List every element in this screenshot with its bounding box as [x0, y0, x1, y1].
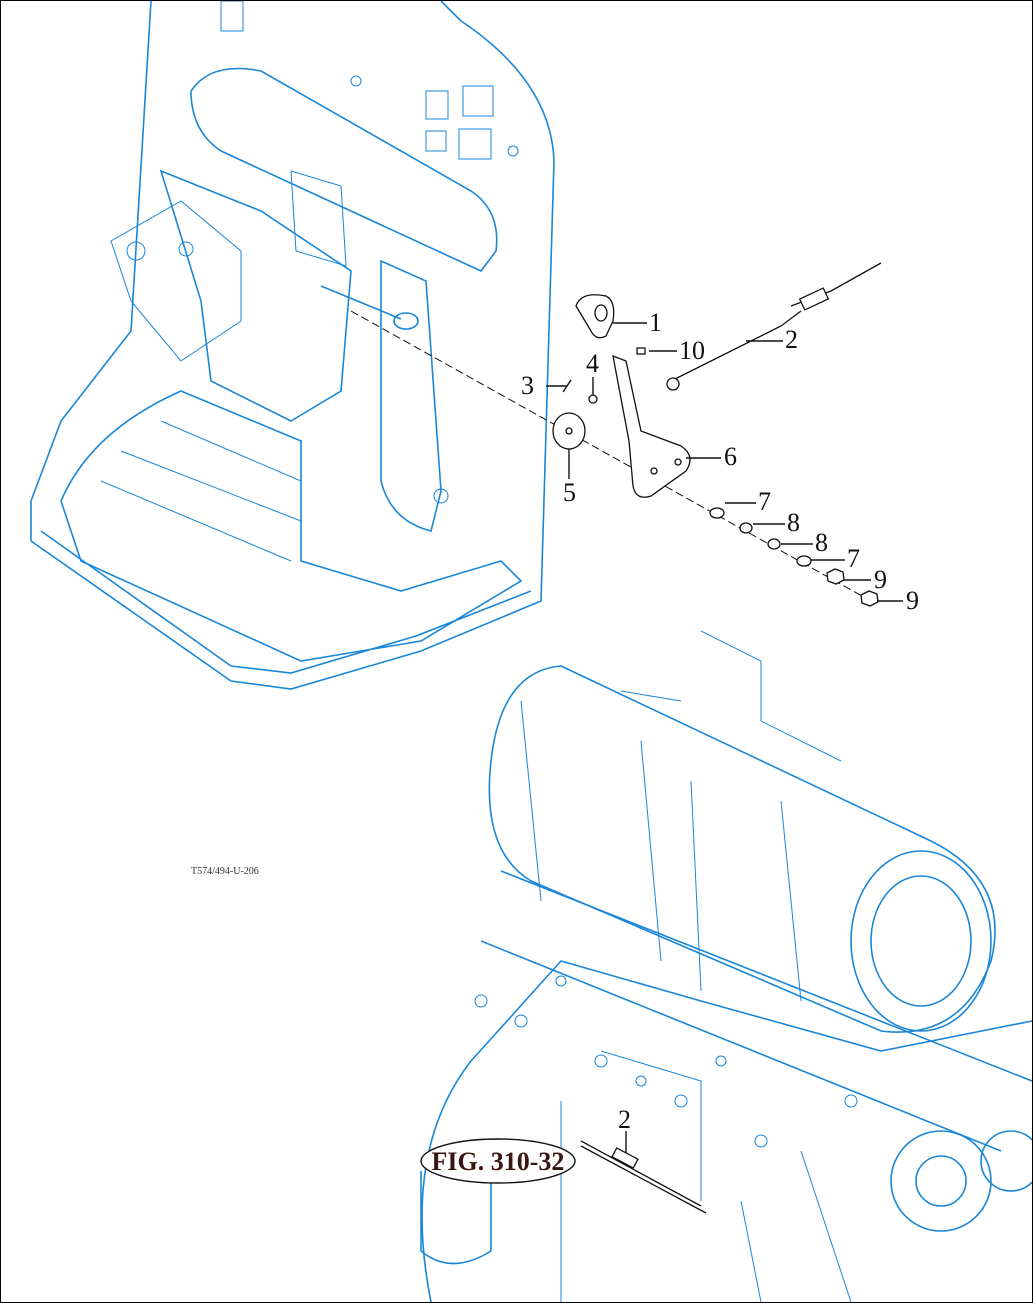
- callout-1: 1: [649, 308, 662, 337]
- exploded-parts: [350, 262, 882, 607]
- leader-lines: [546, 322, 903, 1161]
- assembly-axis-line: [350, 310, 872, 602]
- callout-7: 7: [847, 544, 860, 573]
- callout-3: 3: [521, 371, 534, 400]
- callout-labels: 1 10 2 3 4 6 5 7 8 8 7 9 9 2: [521, 308, 919, 1134]
- engine-drawing: [420, 630, 1032, 1302]
- callout-8: 8: [815, 528, 828, 557]
- callout-5: 5: [563, 478, 576, 507]
- callout-2: 2: [785, 325, 798, 354]
- figure-reference-label[interactable]: FIG. 310-32: [432, 1147, 565, 1176]
- callout-4: 4: [586, 349, 599, 378]
- callout-10: 10: [679, 336, 705, 365]
- callout-6: 6: [724, 442, 737, 471]
- callout-9: 9: [906, 586, 919, 615]
- callout-8: 8: [787, 508, 800, 537]
- washer-part-4: [588, 394, 598, 404]
- bracket-part-6: [612, 354, 691, 498]
- callout-7: 7: [758, 487, 771, 516]
- callout-9: 9: [874, 565, 887, 594]
- drawing-code: T574/494-U-206: [191, 866, 259, 877]
- callout-2: 2: [618, 1105, 631, 1134]
- screw-part-10: [636, 347, 646, 355]
- figure-reference-link[interactable]: FIG. 310-32: [420, 1138, 576, 1184]
- cable-part-2: [670, 310, 802, 382]
- operator-panel-drawing: [30, 1, 555, 690]
